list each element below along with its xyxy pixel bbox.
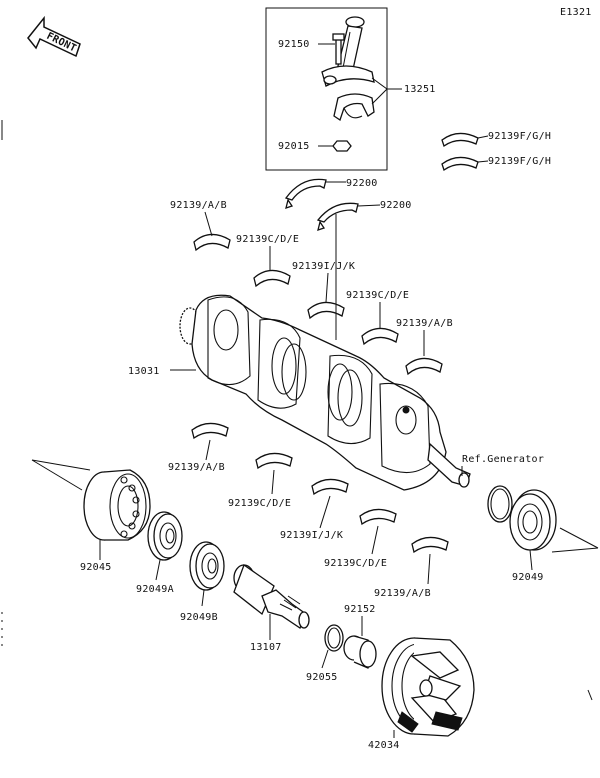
collar-92152 <box>343 616 377 669</box>
label-92139cde-1: 92139C/D/E <box>236 234 299 245</box>
oil-seal-92049 <box>509 489 557 571</box>
label-92139ab-1: 92139/A/B <box>170 200 227 211</box>
rotor-42034 <box>381 637 475 738</box>
label-92150: 92150 <box>278 39 310 50</box>
label-92200-2: 92200 <box>380 200 412 211</box>
label-92139ab-4: 92139/A/B <box>374 588 431 599</box>
front-arrow-icon: FRONT <box>27 15 81 58</box>
label-13031: 13031 <box>128 366 160 377</box>
label-92200-1: 92200 <box>346 178 378 189</box>
label-92139cde-4: 92139C/D/E <box>324 558 387 569</box>
oil-seal-92049a <box>147 511 183 581</box>
connecting-rod-assembly <box>265 7 402 171</box>
ref-generator-note: Ref.Generator <box>462 454 544 465</box>
label-92049b: 92049B <box>180 612 218 623</box>
label-92055: 92055 <box>306 672 338 683</box>
label-92139cde-3: 92139C/D/E <box>228 498 291 509</box>
thrust-washers <box>284 178 381 231</box>
ball-bearing-92045 <box>83 469 151 560</box>
label-13251: 13251 <box>404 84 436 95</box>
label-92049: 92049 <box>512 572 544 583</box>
label-92139ijk-1: 92139I/J/K <box>292 261 355 272</box>
label-92139fgh-2: 92139F/G/H <box>488 156 551 167</box>
label-92049a: 92049A <box>136 584 174 595</box>
label-92139cde-2: 92139C/D/E <box>346 290 409 301</box>
label-42034: 42034 <box>368 740 400 751</box>
diagram-code: E1321 <box>560 7 592 18</box>
label-92139ab-2: 92139/A/B <box>396 318 453 329</box>
rod-bearing-upper <box>441 132 489 172</box>
crankshaft <box>179 294 471 491</box>
oil-seal-92049b <box>189 541 225 607</box>
label-92152: 92152 <box>344 604 376 615</box>
lower-main-bearings <box>191 422 449 585</box>
label-92139ab-3: 92139/A/B <box>168 462 225 473</box>
label-13107: 13107 <box>250 642 282 653</box>
upper-main-bearings <box>193 211 443 376</box>
label-92015: 92015 <box>278 141 310 152</box>
label-92045: 92045 <box>80 562 112 573</box>
label-92139ijk-2: 92139I/J/K <box>280 530 343 541</box>
o-ring-92055 <box>321 624 344 669</box>
label-92139fgh-1: 92139F/G/H <box>488 131 551 142</box>
o-ring-right <box>487 485 513 523</box>
shaft-13107 <box>233 563 310 640</box>
